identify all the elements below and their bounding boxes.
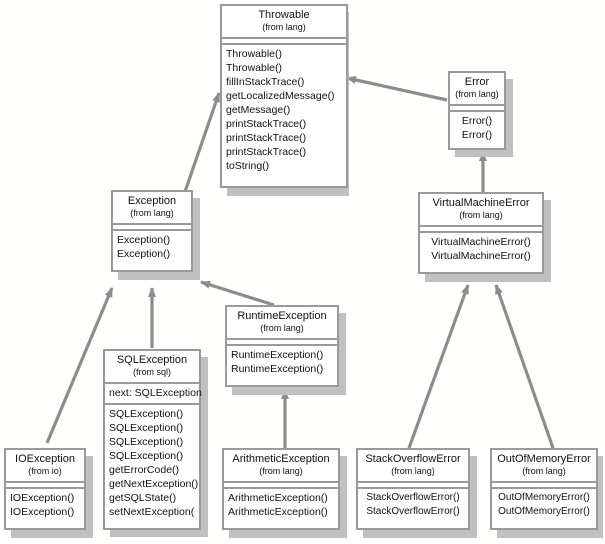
virtualmachineerror-attributes-compartment: [420, 227, 542, 233]
class-exception[interactable]: Exception (from lang) Exception() Except…: [111, 190, 193, 272]
class-outofmemoryerror[interactable]: OutOfMemoryError (from lang) OutOfMemory…: [490, 448, 598, 530]
runtimeexception-attributes-compartment: [227, 340, 337, 346]
edge-stackoverflowerror-to-virtualmachineerror: [407, 284, 470, 449]
runtimeexception-name-compartment: RuntimeException (from lang): [227, 307, 337, 340]
ioexception-name-compartment: IOException (from io): [6, 450, 84, 483]
outofmemoryerror-name-compartment: OutOfMemoryError (from lang): [492, 450, 596, 483]
operation: SQLException(): [109, 436, 184, 448]
error-class-name: Error: [464, 76, 490, 88]
ioexception-operations-compartment: IOException() IOException(): [6, 489, 84, 522]
runtimeexception-class-name: RuntimeException: [237, 310, 327, 322]
sqlexception-name-compartment: SQLException (from sql): [105, 351, 199, 384]
operation: IOException(): [10, 506, 75, 518]
throwable-attributes-compartment: [222, 39, 346, 45]
ioexception-package: (from io): [28, 466, 62, 476]
operation: Exception(): [117, 248, 171, 260]
stackoverflowerror-package: (from lang): [391, 466, 435, 476]
virtualmachineerror-package: (from lang): [459, 210, 503, 220]
outofmemoryerror-operations-compartment: OutOfMemoryError() OutOfMemoryError(): [492, 489, 596, 522]
operation: Throwable(): [226, 62, 283, 74]
outofmemoryerror-class-name: OutOfMemoryError: [497, 453, 591, 465]
operation: getSQLState(): [109, 492, 177, 504]
operation: Exception(): [117, 234, 171, 246]
operation: printStackTrace(): [226, 132, 307, 144]
operation: VirtualMachineError(): [431, 250, 531, 262]
exception-name-compartment: Exception (from lang): [113, 192, 191, 225]
operation: SQLException(): [109, 422, 184, 434]
runtimeexception-operations-compartment: RuntimeException() RuntimeException(): [227, 346, 337, 379]
class-throwable[interactable]: Throwable (from lang) Throwable() Throwa…: [220, 4, 348, 188]
class-virtualmachineerror[interactable]: VirtualMachineError (from lang) VirtualM…: [418, 192, 544, 274]
operation: IOException(): [10, 492, 75, 504]
virtualmachineerror-name-compartment: VirtualMachineError (from lang): [420, 194, 542, 227]
operation: StackOverflowError(): [366, 492, 460, 503]
operation: RuntimeException(): [231, 349, 324, 361]
operation: Throwable(): [226, 48, 283, 60]
exception-attributes-compartment: [113, 225, 191, 231]
operation: getErrorCode(): [109, 464, 180, 476]
virtualmachineerror-class-name: VirtualMachineError: [432, 197, 530, 209]
operation: ArithmeticException(): [228, 506, 328, 518]
ioexception-attributes-compartment: [6, 483, 84, 489]
operation: getNextException(): [109, 478, 199, 490]
attribute: next: SQLException: [109, 387, 202, 399]
operation: VirtualMachineError(): [431, 236, 531, 248]
ioexception-class-name: IOException: [15, 453, 75, 465]
stackoverflowerror-operations-compartment: StackOverflowError() StackOverflowError(…: [358, 489, 468, 522]
sqlexception-attributes-compartment: next: SQLException: [105, 384, 202, 405]
runtimeexception-package: (from lang): [260, 323, 304, 333]
throwable-name-compartment: Throwable (from lang): [222, 6, 346, 39]
edge-outofmemoryerror-to-virtualmachineerror: [494, 284, 555, 449]
stackoverflowerror-class-name: StackOverflowError: [365, 453, 461, 465]
stackoverflowerror-attributes-compartment: [358, 483, 468, 489]
edge-error-to-throwable: [346, 76, 448, 102]
sqlexception-operations-compartment: SQLException() SQLException() SQLExcepti…: [105, 405, 199, 522]
operation: ArithmeticException(): [228, 492, 328, 504]
error-operations-compartment: Error() Error(): [450, 112, 504, 145]
throwable-package: (from lang): [262, 22, 306, 32]
operation: OutOfMemoryError(): [498, 506, 590, 517]
class-arithmeticexception[interactable]: ArithmeticException (from lang) Arithmet…: [222, 448, 340, 530]
arithmeticexception-operations-compartment: ArithmeticException() ArithmeticExceptio…: [224, 489, 338, 522]
arithmeticexception-attributes-compartment: [224, 483, 338, 489]
error-attributes-compartment: [450, 106, 504, 112]
operation: printStackTrace(): [226, 118, 307, 130]
operation: Error(): [461, 129, 493, 141]
sqlexception-package: (from sql): [133, 367, 171, 377]
class-runtimeexception[interactable]: RuntimeException (from lang) RuntimeExce…: [225, 305, 339, 387]
operation: getLocalizedMessage(): [226, 90, 335, 102]
stackoverflowerror-name-compartment: StackOverflowError (from lang): [358, 450, 468, 483]
class-sqlexception[interactable]: SQLException (from sql) next: SQLExcepti…: [103, 349, 202, 530]
outofmemoryerror-attributes-compartment: [492, 483, 596, 489]
operation: OutOfMemoryError(): [498, 492, 590, 503]
operation: RuntimeException(): [231, 363, 324, 375]
operation: Error(): [461, 115, 493, 127]
virtualmachineerror-operations-compartment: VirtualMachineError() VirtualMachineErro…: [420, 233, 542, 266]
arithmeticexception-name-compartment: ArithmeticException (from lang): [224, 450, 338, 483]
operation: fillInStackTrace(): [226, 76, 305, 88]
exception-operations-compartment: Exception() Exception(): [113, 231, 191, 264]
outofmemoryerror-package: (from lang): [522, 466, 566, 476]
operation: SQLException(): [109, 408, 184, 420]
class-ioexception[interactable]: IOException (from io) IOException() IOEx…: [4, 448, 86, 530]
operation: setNextException(: [109, 506, 195, 518]
operation: SQLException(): [109, 450, 184, 462]
operation: getMessage(): [226, 104, 291, 116]
operation: toString(): [226, 160, 270, 172]
arithmeticexception-package: (from lang): [259, 466, 303, 476]
edge-runtimeexception-to-exception: [200, 280, 275, 307]
error-package: (from lang): [455, 89, 499, 99]
throwable-class-name: Throwable: [258, 9, 310, 21]
operation: StackOverflowError(): [366, 506, 460, 517]
exception-package: (from lang): [130, 208, 174, 218]
sqlexception-class-name: SQLException: [116, 354, 188, 366]
exception-class-name: Exception: [127, 195, 177, 207]
error-name-compartment: Error (from lang): [450, 73, 504, 106]
class-stackoverflowerror[interactable]: StackOverflowError (from lang) StackOver…: [356, 448, 470, 530]
operation: printStackTrace(): [226, 146, 307, 158]
throwable-operations-compartment: Throwable() Throwable() fillInStackTrace…: [222, 45, 346, 176]
arithmeticexception-class-name: ArithmeticException: [232, 453, 330, 465]
class-error[interactable]: Error (from lang) Error() Error(): [448, 71, 506, 150]
